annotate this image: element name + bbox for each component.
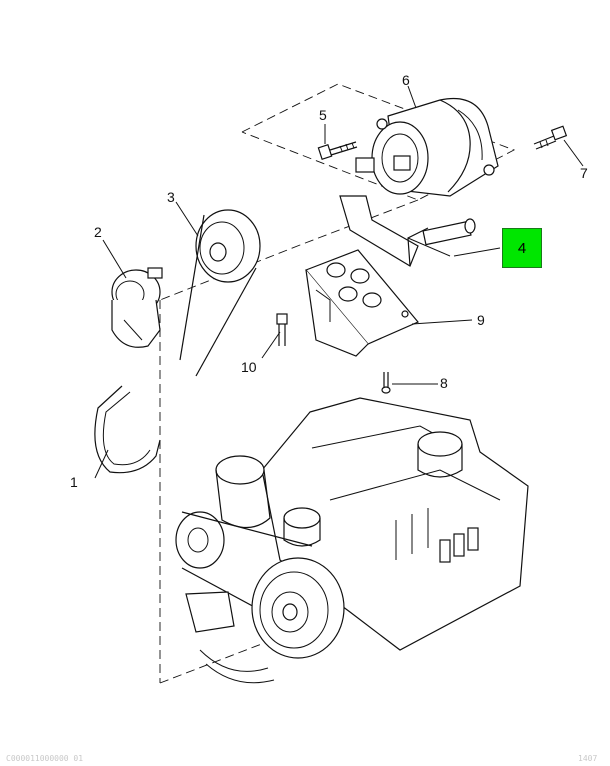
callout-6: 6 <box>402 72 410 88</box>
motor-part-6 <box>355 97 499 197</box>
pulley-part-3 <box>179 209 261 377</box>
footer-image-id: C000011000000 01 <box>6 754 84 763</box>
callout-8: 8 <box>440 375 448 391</box>
callout-7: 7 <box>580 165 588 181</box>
bolt-part-10 <box>276 313 288 346</box>
footer-code: 1407 <box>578 754 598 763</box>
callout-3: 3 <box>167 189 175 205</box>
crank-pulley <box>175 511 345 684</box>
callout-10: 10 <box>241 359 257 375</box>
callout-1: 1 <box>70 474 78 490</box>
highlighted-part-4-badge[interactable]: 4 <box>502 228 542 268</box>
callout-9: 9 <box>477 312 485 328</box>
tensioner-part-2 <box>111 267 163 348</box>
callout-2: 2 <box>94 224 102 240</box>
stud-part-8 <box>381 372 391 394</box>
callout-5: 5 <box>319 107 327 123</box>
bolt-part-7 <box>533 125 568 150</box>
bracket-part-4 <box>339 195 476 267</box>
leader-lines <box>94 85 584 479</box>
callout-4: 4 <box>517 239 527 257</box>
bolt-part-5 <box>317 141 358 161</box>
belt-part-1 <box>94 385 161 474</box>
bracket-plate-part-9 <box>305 249 419 357</box>
